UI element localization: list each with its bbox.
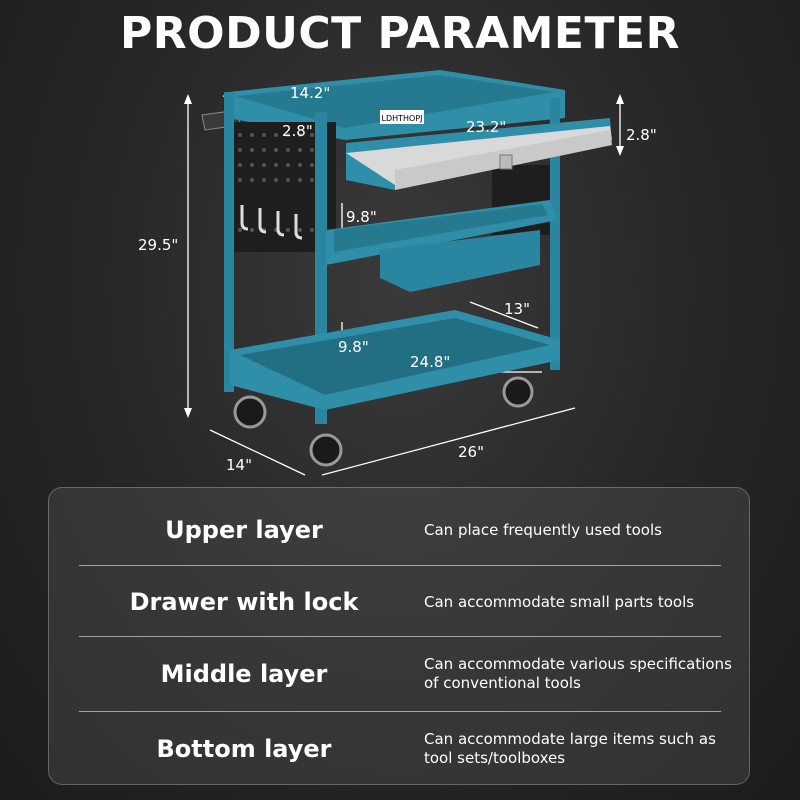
dim-lower-gap: 9.8" bbox=[338, 338, 369, 356]
dim-inner-depth: 13" bbox=[504, 300, 530, 318]
feature-description: Can accommodate various specifications o… bbox=[424, 655, 732, 692]
feature-name: Upper layer bbox=[165, 516, 323, 544]
pegboard-hooks bbox=[240, 205, 303, 240]
brand-plate bbox=[380, 110, 424, 124]
dim-drawer-height: 2.8" bbox=[626, 126, 657, 144]
product-diagram: LDHTHOPJ bbox=[110, 70, 710, 480]
small-drawer bbox=[380, 230, 540, 292]
dim-upper-gap: 9.8" bbox=[346, 208, 377, 226]
dim-depth: 14" bbox=[226, 456, 252, 474]
feature-description: Can place frequently used tools bbox=[424, 520, 662, 539]
feature-row-bottom-layer: Bottom layer Can accommodate large items… bbox=[79, 713, 721, 785]
dim-inner-width: 24.8" bbox=[410, 353, 451, 371]
lock-icon bbox=[499, 154, 513, 170]
dim-side-lip: 2.8" bbox=[282, 122, 313, 140]
feature-description: Can accommodate small parts tools bbox=[424, 592, 695, 611]
cart-wheels bbox=[233, 376, 534, 467]
row-divider bbox=[79, 711, 721, 712]
brand-label: LDHTHOPJ bbox=[381, 114, 422, 123]
row-divider bbox=[79, 636, 721, 637]
page-title: PRODUCT PARAMETER bbox=[120, 8, 680, 59]
feature-panel: Upper layer Can place frequently used to… bbox=[48, 487, 750, 785]
feature-name: Bottom layer bbox=[156, 735, 332, 763]
dimension-arrowheads bbox=[184, 94, 624, 418]
dim-width: 26" bbox=[458, 443, 484, 461]
dim-top-depth: 14.2" bbox=[290, 84, 331, 102]
feature-name: Drawer with lock bbox=[129, 588, 359, 616]
feature-row-middle-layer: Middle layer Can accommodate various spe… bbox=[79, 638, 732, 710]
tool-cart-illustration: LDHTHOPJ bbox=[184, 70, 624, 476]
feature-description: Can accommodate large items such as tool… bbox=[424, 730, 716, 767]
dim-total-height: 29.5" bbox=[138, 236, 179, 254]
feature-row-upper-layer: Upper layer Can place frequently used to… bbox=[79, 494, 721, 566]
feature-row-drawer-with-lock: Drawer with lock Can accommodate small p… bbox=[79, 566, 721, 638]
dim-drawer-width: 23.2" bbox=[466, 118, 507, 136]
row-divider bbox=[79, 565, 721, 566]
feature-name: Middle layer bbox=[160, 660, 328, 688]
